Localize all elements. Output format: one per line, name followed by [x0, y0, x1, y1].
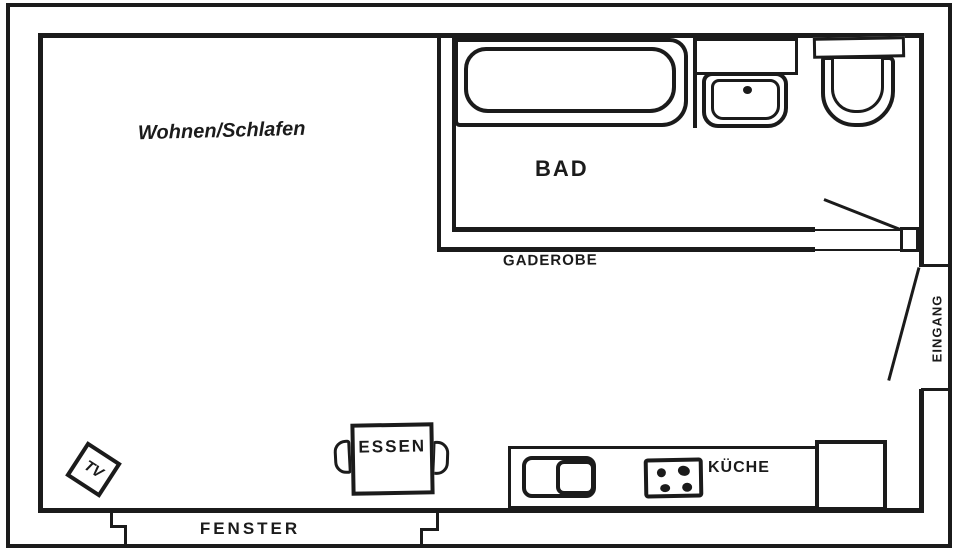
bath-door-threshold-top: [815, 229, 902, 231]
entrance-jamb-bottom: [921, 388, 952, 391]
burner-dot-1: [656, 468, 666, 478]
window-sill-right-2: [420, 528, 439, 531]
fridge: [815, 440, 887, 511]
bath-wall-left-inner: [452, 36, 456, 230]
window-sill-left-3: [124, 527, 127, 544]
stove: [643, 457, 704, 499]
living-room-label: Wohnen/Schlafen: [137, 117, 306, 145]
entrance-label-area: EINGANG: [921, 272, 952, 384]
kitchen-label: KÜCHE: [708, 459, 770, 476]
bath-door-jamb: [900, 227, 919, 252]
wall-top: [38, 33, 924, 38]
bath-wall-bottom: [452, 227, 815, 232]
chair-left: [333, 439, 352, 475]
entrance-jamb-top: [921, 264, 952, 267]
bath-door-threshold-bottom: [815, 249, 902, 251]
bath-wall-left-outer: [437, 36, 441, 250]
sink-counter: [693, 38, 798, 75]
window-sill-right-1: [436, 513, 439, 530]
sink-drain-dot: [743, 86, 752, 94]
burner-dot-4: [682, 482, 693, 492]
tv-label: TV: [80, 457, 107, 482]
window-label: FENSTER: [199, 519, 301, 538]
sink-counter-divider: [693, 38, 697, 128]
bathroom-label: BAD: [535, 156, 589, 181]
dining-table: ESSEN: [350, 422, 435, 496]
kitchen-sink-basin: [556, 460, 595, 495]
wall-left: [38, 33, 43, 513]
toilet-bowl-inner: [831, 56, 884, 113]
wall-bottom: [38, 508, 924, 513]
burner-dot-2: [676, 464, 691, 478]
bath-sink-basin: [711, 79, 780, 120]
wardrobe-label: GADEROBE: [502, 251, 598, 270]
entrance-label: EINGANG: [929, 294, 945, 362]
window-sill-left-2: [110, 525, 127, 528]
outer-wall-frame: [6, 3, 952, 548]
bathtub-basin: [464, 47, 676, 113]
window-sill-right-3: [420, 530, 423, 544]
wall-right-lower: [919, 389, 924, 513]
burner-dot-3: [660, 484, 671, 493]
window-sill-left-1: [110, 513, 113, 527]
wardrobe-wall: [437, 247, 815, 252]
wall-right-upper: [919, 33, 924, 267]
dining-label: ESSEN: [358, 436, 427, 457]
